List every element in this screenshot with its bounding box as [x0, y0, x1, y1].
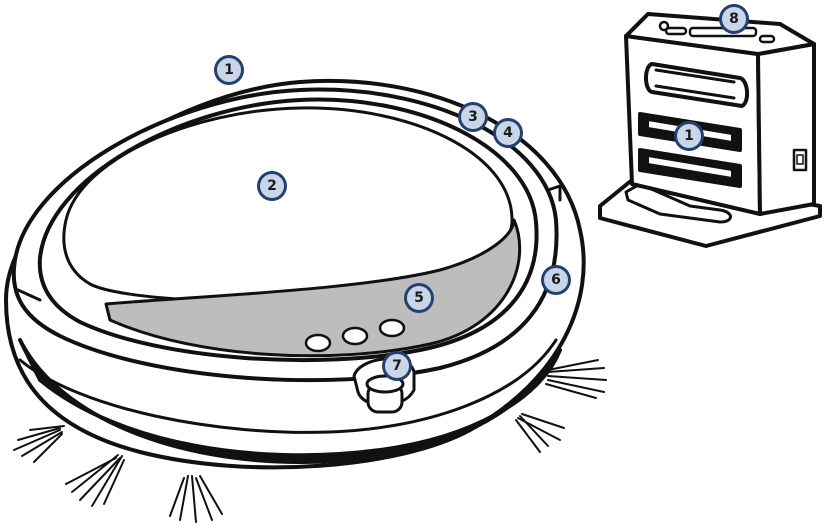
callout-8-label: 8	[729, 11, 739, 27]
callout-2: 2	[257, 171, 287, 201]
callout-1-robot: 1	[214, 55, 244, 85]
charging-dock	[600, 14, 820, 246]
callout-4: 4	[493, 118, 523, 148]
callout-6: 6	[541, 265, 571, 295]
callout-7: 7	[382, 351, 412, 381]
callout-1-robot-label: 1	[224, 62, 234, 78]
callout-1-dock: 1	[674, 121, 704, 151]
callout-3-label: 3	[468, 109, 478, 125]
robot-button-left[interactable]	[306, 335, 330, 351]
callout-4-label: 4	[503, 125, 513, 141]
callout-1-dock-label: 1	[684, 128, 694, 144]
callout-8: 8	[719, 4, 749, 34]
robot-vacuum	[6, 81, 606, 522]
robot-button-center[interactable]	[343, 328, 367, 344]
callout-7-label: 7	[392, 358, 402, 374]
callout-6-label: 6	[551, 272, 561, 288]
callout-5-label: 5	[414, 290, 424, 306]
callout-3: 3	[458, 102, 488, 132]
callout-2-label: 2	[267, 178, 277, 194]
robot-button-right[interactable]	[380, 320, 404, 336]
dock-power-switch[interactable]	[794, 150, 806, 170]
dock-body-side	[758, 44, 814, 214]
callout-5: 5	[404, 283, 434, 313]
